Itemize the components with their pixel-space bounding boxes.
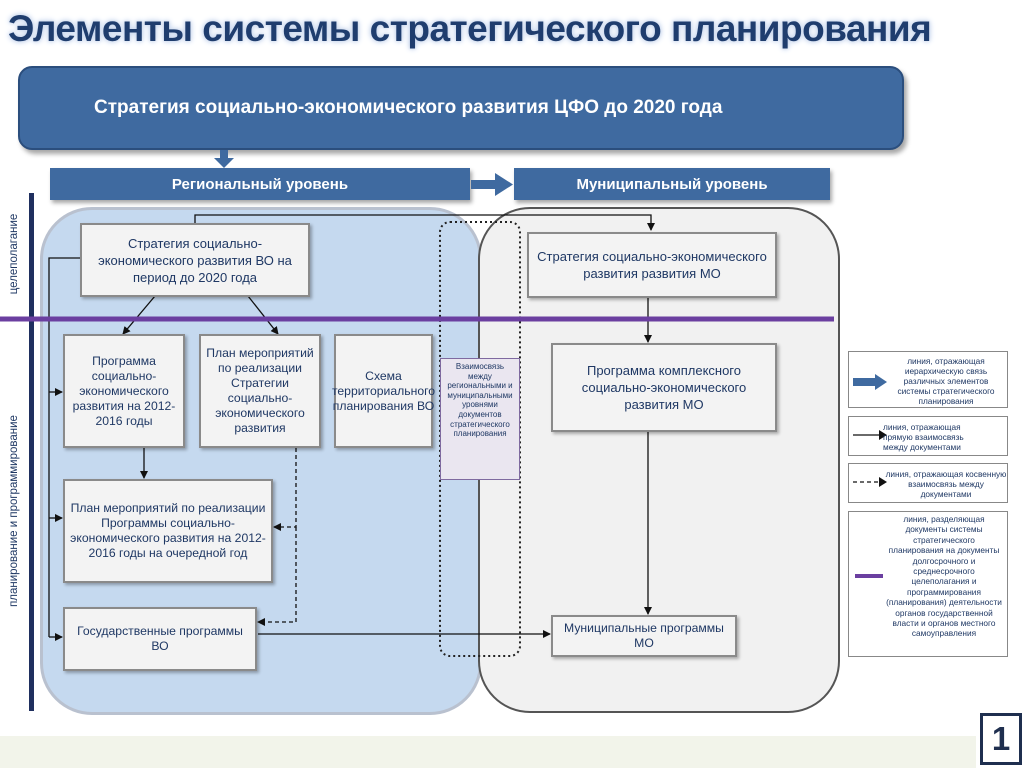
program-action-plan-box: План мероприятий по реализации Программы… [63,479,273,583]
regional-strategy-box: Стратегия социально-экономического разви… [80,223,310,297]
dashed-arrow-icon [853,477,887,487]
purple-line-icon [855,574,883,578]
strategy-action-plan-text: План мероприятий по реализации Стратегии… [206,346,314,435]
left-vertical-bar [29,193,34,711]
regional-level-header: Региональный уровень [50,168,470,200]
legend-item-indirect: линия, отражающая косвенную взаимосвязь … [848,463,1008,503]
program-action-plan-text: План мероприятий по реализации Программы… [70,501,266,560]
regional-program-box: Программа социально-экономического разви… [63,334,185,448]
municipal-programs-text: Муниципальные программы МО [564,621,724,650]
left-bus-line [48,257,80,637]
territorial-scheme-text: Схема территориального планирования ВО [331,368,436,413]
federal-strategy-banner: Стратегия социально-экономического разви… [18,66,904,150]
linkage-note-text: Взаимосвязь между региональными и муници… [447,362,513,439]
municipal-programs-box: Муниципальные программы МО [551,615,737,657]
linkage-note-box: Взаимосвязь между региональными и муници… [440,358,520,480]
legend-hierarchy-text: линия, отражающая иерархическую связь ра… [897,356,995,406]
legend-direct-text: линия, отражающая прямую взаимосвязь меж… [883,422,964,452]
regional-strategy-text: Стратегия социально-экономического разви… [98,235,292,285]
legend-item-divider: линия, разделяющая документы системы стр… [848,511,1008,657]
hierarchy-arrow-right [471,173,513,196]
legend-divider-text: линия, разделяющая документы системы стр… [886,514,1002,639]
federal-strategy-label: Стратегия социально-экономического разви… [94,97,723,118]
municipal-level-label: Муниципальный уровень [576,175,768,193]
municipal-level-header: Муниципальный уровень [514,168,830,200]
territorial-scheme-box: Схема территориального планирования ВО [331,334,436,448]
strategy-action-plan-box: План мероприятий по реализации Стратегии… [199,334,321,448]
state-programs-text: Государственные программы ВО [77,624,243,653]
municipal-complex-program-text: Программа комплексного социально-экономи… [581,363,747,412]
page-number: 1 [980,713,1022,765]
footer-band [0,736,976,768]
page-title: Элементы системы стратегического планиро… [8,8,932,49]
strategy-to-strategy-link [194,214,655,231]
regional-program-text: Программа социально-экономического разви… [72,353,176,428]
hierarchy-arrow-down [214,150,234,168]
legend-item-hierarchy: линия, отражающая иерархическую связь ра… [848,351,1008,408]
municipal-strategy-box: Стратегия социально-экономического разви… [527,232,777,298]
municipal-complex-program-box: Программа комплексного социально-экономи… [551,343,777,432]
thick-arrow-icon [853,374,887,390]
solid-arrow-icon [853,430,887,440]
municipal-strategy-text: Стратегия социально-экономического разви… [537,249,767,281]
legend-item-direct: линия, отражающая прямую взаимосвязь меж… [848,416,1008,456]
regional-level-label: Региональный уровень [171,175,349,193]
state-programs-box: Государственные программы ВО [63,607,257,671]
linkage-dotted-frame [439,221,521,657]
legend-indirect-text: линия, отражающая косвенную взаимосвязь … [885,469,1007,499]
